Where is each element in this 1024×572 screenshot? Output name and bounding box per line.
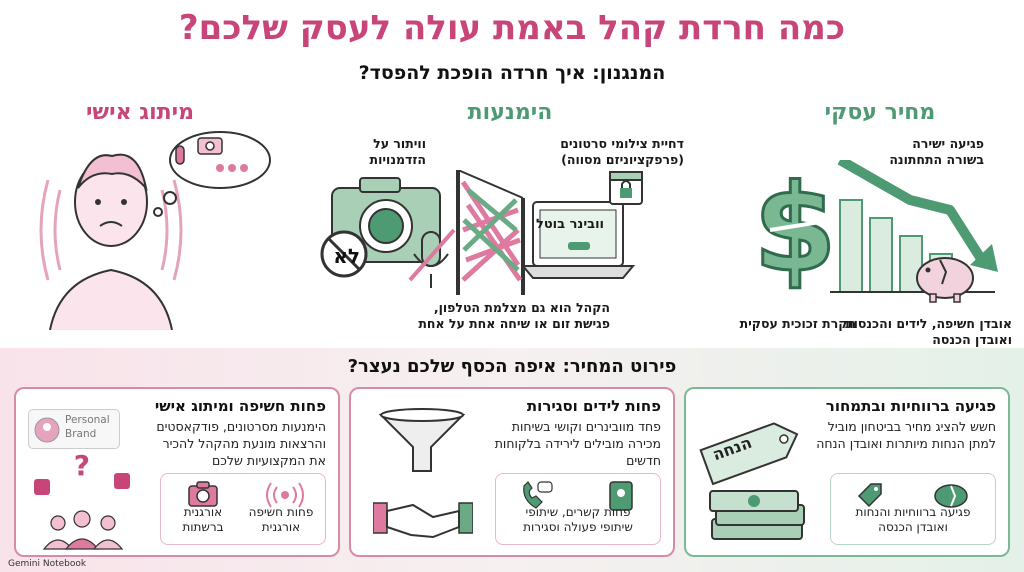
webinar-cancelled-label: וובינר בוטל bbox=[535, 217, 604, 232]
broken-piggy-bank-icon bbox=[934, 484, 968, 508]
chart-bar bbox=[839, 199, 863, 293]
card-description: הימנעות מסרטונים, פודקאסטים והרצאות מונע… bbox=[156, 419, 326, 468]
broadcast-signal-icon bbox=[266, 482, 304, 508]
card-inner-label-right: פחות חשיפה אורגנית bbox=[248, 504, 314, 535]
glass-ceiling-label: תקרת זכוכית עסקית bbox=[739, 316, 856, 331]
funnel-icon bbox=[378, 408, 466, 472]
cash-stack-icon bbox=[709, 490, 805, 540]
card-title: פחות חשיפה ומיתוג אישי bbox=[154, 397, 326, 415]
microphone-icon bbox=[408, 228, 456, 288]
card-inner-box: פחות חשיפה אורגנית אורגנית ברשתות bbox=[160, 473, 326, 545]
direct-impact-label: פגיעה ישירה בשורה התחתונה bbox=[889, 136, 984, 168]
avoidance-heading: הימנעות bbox=[467, 100, 553, 125]
card-inner-label: פחות קשרים, שיתופי שיתופי פעולה וסגירות bbox=[523, 504, 633, 535]
audience-note-label: הקהל הוא גם מצלמת הטלפון, פגישת זום או ש… bbox=[418, 300, 610, 332]
leads-card: פחות לידים וסגירות פחד מוובינרים וקושי ב… bbox=[349, 387, 675, 557]
discount-tag-icon bbox=[699, 422, 799, 486]
confused-audience-icon: ? bbox=[34, 451, 130, 550]
personal-brand-heading: מיתוג אישי bbox=[85, 100, 195, 125]
page-title: כמה חרדת קהל באמת עולה לעסק שלכם? bbox=[178, 8, 846, 48]
card-title: פגיעה ברווחיות ובתמחור bbox=[825, 397, 996, 415]
net-barrier-icon bbox=[456, 170, 525, 295]
personal-brand-text: Personal Brand bbox=[65, 414, 110, 440]
business-cost-heading: מחיר עסקי bbox=[824, 100, 936, 125]
card-title: פחות לידים וסגירות bbox=[526, 397, 661, 415]
footer-credit: Gemini Notebook bbox=[8, 559, 87, 569]
phone-chat-icon bbox=[523, 481, 553, 509]
bottom-heading: פירוט המחיר: איפה הכסף שלכם נעצר? bbox=[347, 356, 677, 377]
exposure-card: פחות חשיפה ומיתוג אישי הימנעות מסרטונים,… bbox=[14, 387, 340, 557]
microphone-icon bbox=[175, 145, 185, 165]
chart-bar bbox=[869, 217, 893, 293]
profitability-card: פגיעה ברווחיות ובתמחור חשש להציג מחיר בב… bbox=[684, 387, 1010, 557]
loss-label: אובדן חשיפה, לידים והכנסות ואובדן הכנסה bbox=[845, 316, 1012, 348]
svg-text:?: ? bbox=[74, 451, 90, 482]
card-description: חשש להציג מחיר בביטחון מוביל למתן הנחות … bbox=[816, 419, 996, 451]
personal-brand-badge: Personal Brand bbox=[28, 409, 120, 449]
handshake-icon bbox=[373, 502, 473, 539]
card-inner-label: פגיעה ברווחיות והנחות ואובדן הכנסה bbox=[855, 504, 971, 535]
reject-videos-label: דחיית צילומי סרטונים (פרפקציוניזם מסווה) bbox=[560, 136, 684, 168]
avoidance-illustration bbox=[320, 170, 643, 295]
locked-calendar-icon bbox=[609, 171, 643, 205]
dollar-chart-illustration: $ bbox=[760, 160, 998, 303]
card-inner-box: פחות קשרים, שיתופי שיתופי פעולה וסגירות bbox=[495, 473, 661, 545]
price-tag-icon bbox=[857, 483, 882, 508]
user-avatar-icon bbox=[34, 417, 60, 443]
give-up-opportunities-label: וויתור על הזדמנויות bbox=[369, 136, 426, 168]
twitter-icon bbox=[114, 473, 130, 489]
card-description: פחד מוובינרים וקושי בשיחות מכירה מובילים… bbox=[494, 419, 661, 468]
contacts-book-icon bbox=[609, 481, 633, 511]
page-subtitle: המנגנון: איך חרדה הופכת להפסד? bbox=[358, 62, 666, 84]
card-inner-box: פגיעה ברווחיות והנחות ואובדן הכנסה bbox=[830, 473, 996, 545]
camera-icon bbox=[188, 481, 218, 507]
no-sign-text: לא bbox=[333, 244, 360, 268]
anxious-person-illustration bbox=[39, 131, 271, 330]
card-inner-label-left: אורגנית ברשתות bbox=[182, 504, 224, 535]
facebook-icon bbox=[34, 479, 50, 495]
audience-icon bbox=[216, 164, 248, 172]
